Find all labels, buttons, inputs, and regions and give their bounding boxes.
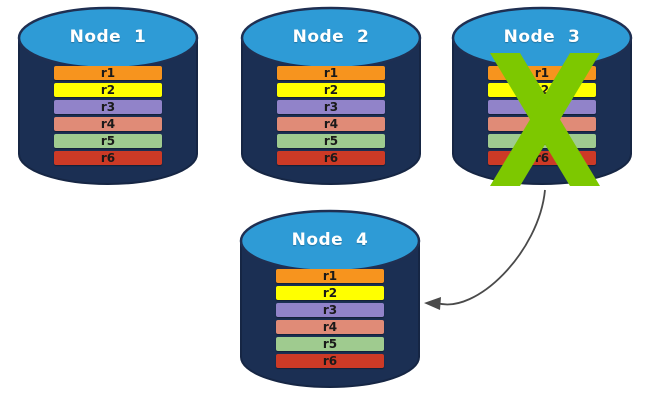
row-label-r3: r3 <box>322 303 338 317</box>
row-label-r6: r6 <box>322 354 338 368</box>
node-1-row-r1[interactable]: r1 <box>54 66 162 80</box>
node-2-row-r3[interactable]: r3 <box>277 100 385 114</box>
row-label-r1: r1 <box>100 66 116 80</box>
row-label-r5: r5 <box>323 134 339 148</box>
row-label-r3: r3 <box>323 100 339 114</box>
node-4-row-r5[interactable]: r5 <box>276 337 384 351</box>
node-2-row-r6[interactable]: r6 <box>277 151 385 165</box>
row-label-r6: r6 <box>100 151 116 165</box>
node-3-row-r1[interactable]: r1 <box>488 66 596 80</box>
node-1-row-r3[interactable]: r3 <box>54 100 162 114</box>
row-label-r1: r1 <box>323 66 339 80</box>
cylinder-top-ellipse <box>239 209 421 273</box>
node-3-row-r3[interactable]: r3 <box>488 100 596 114</box>
row-label-r2: r2 <box>323 83 339 97</box>
node-3-row-r5[interactable]: r5 <box>488 134 596 148</box>
row-label-r6: r6 <box>534 151 550 165</box>
node-2-row-r1[interactable]: r1 <box>277 66 385 80</box>
node-3-row-r2[interactable]: r2 <box>488 83 596 97</box>
arrow-curve <box>436 189 546 306</box>
node-4-row-list: r1 r2 r3 r4 r5 r6 <box>240 269 420 368</box>
node-4-row-r4[interactable]: r4 <box>276 320 384 334</box>
node-2-row-r2[interactable]: r2 <box>277 83 385 97</box>
arrow-head-icon <box>424 297 441 310</box>
row-label-r4: r4 <box>100 117 116 131</box>
node-1-row-r6[interactable]: r6 <box>54 151 162 165</box>
node-1-row-r2[interactable]: r2 <box>54 83 162 97</box>
node-1-row-list: r1 r2 r3 r4 r5 r6 <box>18 66 198 165</box>
node-3-row-list: r1 r2 r3 r4 r5 r6 <box>452 66 632 165</box>
node-2-row-r4[interactable]: r4 <box>277 117 385 131</box>
row-label-r3: r3 <box>100 100 116 114</box>
row-label-r3: r3 <box>534 100 550 114</box>
row-label-r1: r1 <box>322 269 338 283</box>
row-label-r2: r2 <box>322 286 338 300</box>
row-label-r4: r4 <box>323 117 339 131</box>
node-2-row-r5[interactable]: r5 <box>277 134 385 148</box>
node-3-row-r6[interactable]: r6 <box>488 151 596 165</box>
row-label-r5: r5 <box>534 134 550 148</box>
row-label-r2: r2 <box>100 83 116 97</box>
cylinder-top-ellipse <box>451 6 633 70</box>
row-label-r4: r4 <box>322 320 338 334</box>
node-1-row-r4[interactable]: r4 <box>54 117 162 131</box>
node-4-row-r2[interactable]: r2 <box>276 286 384 300</box>
cylinder-top-ellipse <box>240 6 422 70</box>
row-label-r5: r5 <box>100 134 116 148</box>
node-3-row-r4[interactable]: r4 <box>488 117 596 131</box>
row-label-r1: r1 <box>534 66 550 80</box>
node-4-row-r6[interactable]: r6 <box>276 354 384 368</box>
cylinder-top-ellipse <box>17 6 199 70</box>
row-label-r6: r6 <box>323 151 339 165</box>
row-label-r4: r4 <box>534 117 550 131</box>
row-label-r5: r5 <box>322 337 338 351</box>
node-2-row-list: r1 r2 r3 r4 r5 r6 <box>241 66 421 165</box>
node-4-row-r3[interactable]: r3 <box>276 303 384 317</box>
node-1-row-r5[interactable]: r5 <box>54 134 162 148</box>
node-4-row-r1[interactable]: r1 <box>276 269 384 283</box>
row-label-r2: r2 <box>534 83 550 97</box>
